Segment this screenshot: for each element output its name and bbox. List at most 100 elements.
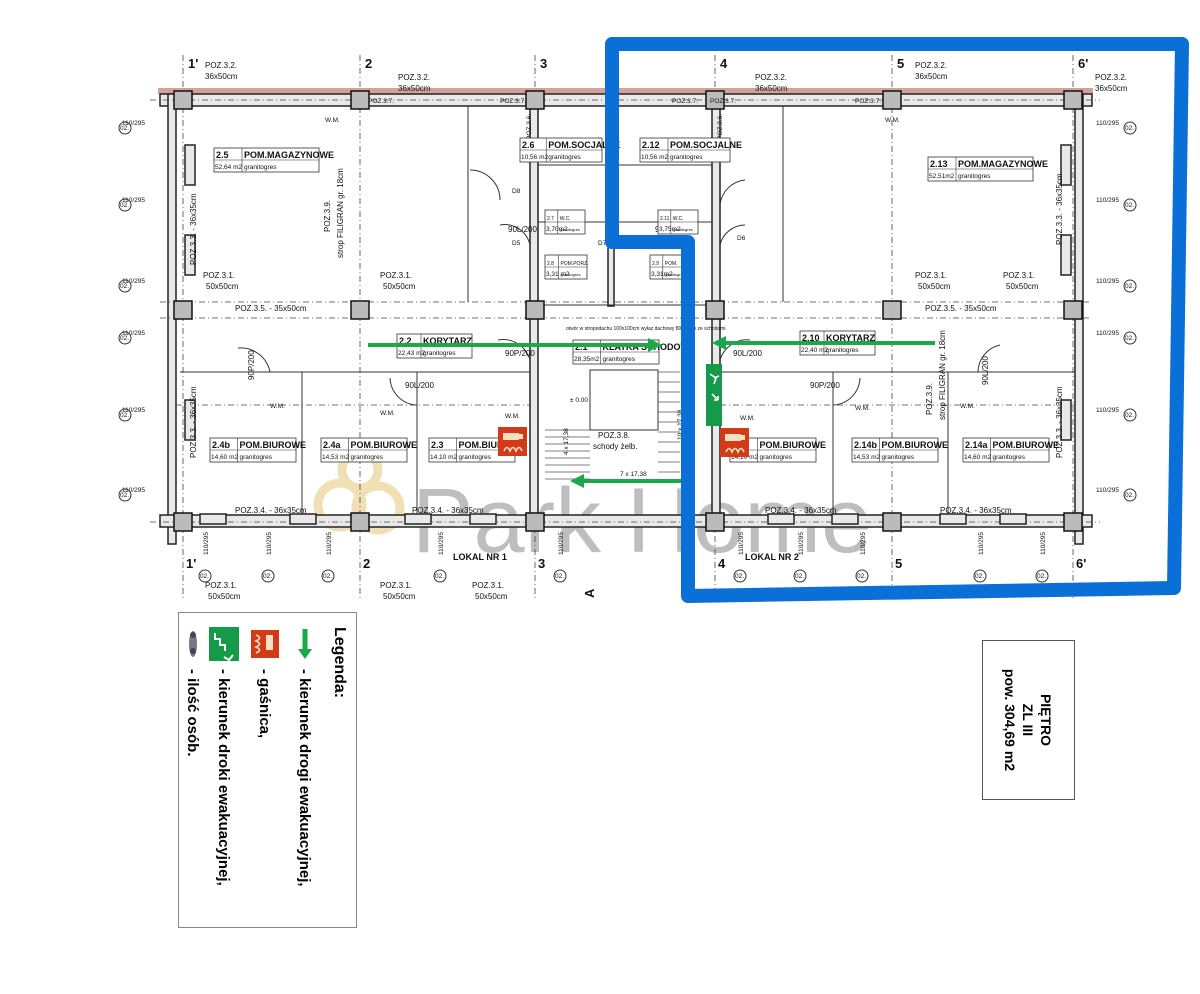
room-name: POM.SOCJALNE <box>548 140 620 150</box>
column-label: POZ.3.1. <box>380 581 412 590</box>
room-name: POM.BIUROWE <box>760 440 827 450</box>
legend-label: - kierunek drogi ewakuacyjnej, <box>296 669 314 887</box>
window-dim: 110/295 <box>122 278 145 285</box>
legend-item: - kierunek droki ewakuacyjnej, <box>204 627 244 886</box>
room-area: 22,43 m2 <box>398 350 425 357</box>
column <box>705 300 725 320</box>
room-area: 28,35m2 <box>574 356 600 363</box>
window-tag-marker <box>118 279 132 293</box>
column <box>882 512 902 532</box>
window-tag: 02. <box>120 492 129 499</box>
room-name: POM.BIUROWE <box>459 440 526 450</box>
room-area: 3,75m2 <box>659 226 681 233</box>
window-dim: 110/295 <box>798 532 805 555</box>
window-tag: 02. <box>555 573 564 580</box>
room-area: 10,56 m2 <box>641 154 668 161</box>
room-number: 2.8 <box>547 261 554 267</box>
door-tag: D8 <box>512 188 521 195</box>
column <box>882 300 902 320</box>
unit-label: LOKAL NR 1 <box>453 552 507 562</box>
front-column-label: POZ.3.4. - 36x35cm <box>412 506 484 515</box>
room-floor: granitogres <box>423 350 456 357</box>
green-arrow-icon <box>290 627 320 661</box>
window-dim: 110/295 <box>1096 278 1119 285</box>
room-floor: granitogres <box>670 154 703 161</box>
section-mark: A <box>582 588 597 598</box>
window-tag: 02. <box>1125 125 1134 132</box>
room-name: POM.BIUROWE <box>240 440 307 450</box>
window-dim: 110/295 <box>326 532 333 555</box>
window-dim: 110/295 <box>1096 120 1119 127</box>
room-number: 2.5 <box>216 150 229 160</box>
door-label: 90P/200 <box>505 349 535 358</box>
window-dim: 110/295 <box>122 120 145 127</box>
column <box>350 300 370 320</box>
window-tag: 02. <box>795 573 804 580</box>
window-tag: 02. <box>200 573 209 580</box>
window-tag-marker <box>1123 488 1137 502</box>
column-size: 36x50cm <box>1095 84 1128 93</box>
wall-tag: POZ.3.6. <box>526 114 533 140</box>
window-tag-marker <box>1123 121 1137 135</box>
column <box>705 512 725 532</box>
room-area: 22,40 m2 <box>801 347 828 354</box>
grid-axis-label: 5 <box>897 56 904 71</box>
floor-area: pow. 304,69 m2 <box>1002 668 1019 772</box>
column-label: POZ.3.1. <box>203 271 235 280</box>
wm-label: W.M. <box>505 413 520 420</box>
column-size: 50x50cm <box>383 592 416 601</box>
front-column-label: POZ.3.4. - 36x35cm <box>235 506 307 515</box>
room-floor: granitogres <box>244 164 277 171</box>
column-label: POZ.3.2. <box>1095 73 1127 82</box>
window-tag: 02. <box>120 125 129 132</box>
wm-label: W.M. <box>740 415 755 422</box>
room-floor: granitogres <box>560 272 580 277</box>
room-floor: granitogres <box>993 454 1026 461</box>
room-area: 10,56 m2 <box>521 154 548 161</box>
column <box>173 300 193 320</box>
room-area: 3,31 m2 <box>546 271 570 278</box>
room-name: KORYTARZ <box>826 333 875 343</box>
room-floor: granitogres <box>240 454 273 461</box>
window-dim: 110/295 <box>1096 407 1119 414</box>
window-tag-marker <box>793 569 807 583</box>
floor-info-box: PIĘTRO ZL III pow. 304,69 m2 <box>982 640 1075 800</box>
column <box>525 512 545 532</box>
room-area: 14,60 m2 <box>964 454 991 461</box>
column-size: 36x50cm <box>205 72 238 81</box>
window-tag-marker <box>261 569 275 583</box>
window-tag-marker <box>118 488 132 502</box>
slab-desc: strop FILIGRAN gr. 18cm <box>336 168 345 258</box>
side-column-label: POZ.3.3. - 36x35cm <box>189 386 198 458</box>
emergency-exit-sign-icon <box>706 364 722 426</box>
stairs-steps: 7 x 17,38 <box>620 471 647 478</box>
building-walls <box>150 88 1100 545</box>
door-label: 90P/200 <box>247 350 256 380</box>
column <box>705 90 725 110</box>
front-column-label: POZ.3.4. - 36x35cm <box>940 506 1012 515</box>
window-tag: 02. <box>435 573 444 580</box>
side-column-label: POZ.3.3. - 36x35cm <box>1055 173 1064 245</box>
window-tag-marker <box>1035 569 1049 583</box>
window-tag: 02. <box>120 283 129 290</box>
column <box>882 90 902 110</box>
lintel-label: POZ.3.7. <box>500 98 526 105</box>
room-floor: granitogres <box>560 227 580 232</box>
grid-axis-label: 4 <box>720 56 728 71</box>
people-count-icon <box>178 627 208 661</box>
window-dim: 110/295 <box>860 532 867 555</box>
column <box>350 512 370 532</box>
door-tag: D6 <box>737 235 746 242</box>
stairs-label: POZ.3.8. <box>598 431 630 440</box>
room-floor: granitogres <box>760 454 793 461</box>
window-tag-marker <box>553 569 567 583</box>
beam-label: POZ.3.5. - 35x50cm <box>235 304 307 313</box>
room-area: 3,31m2 <box>651 271 673 278</box>
window-tag-marker <box>118 198 132 212</box>
column-size: 50x50cm <box>918 282 951 291</box>
